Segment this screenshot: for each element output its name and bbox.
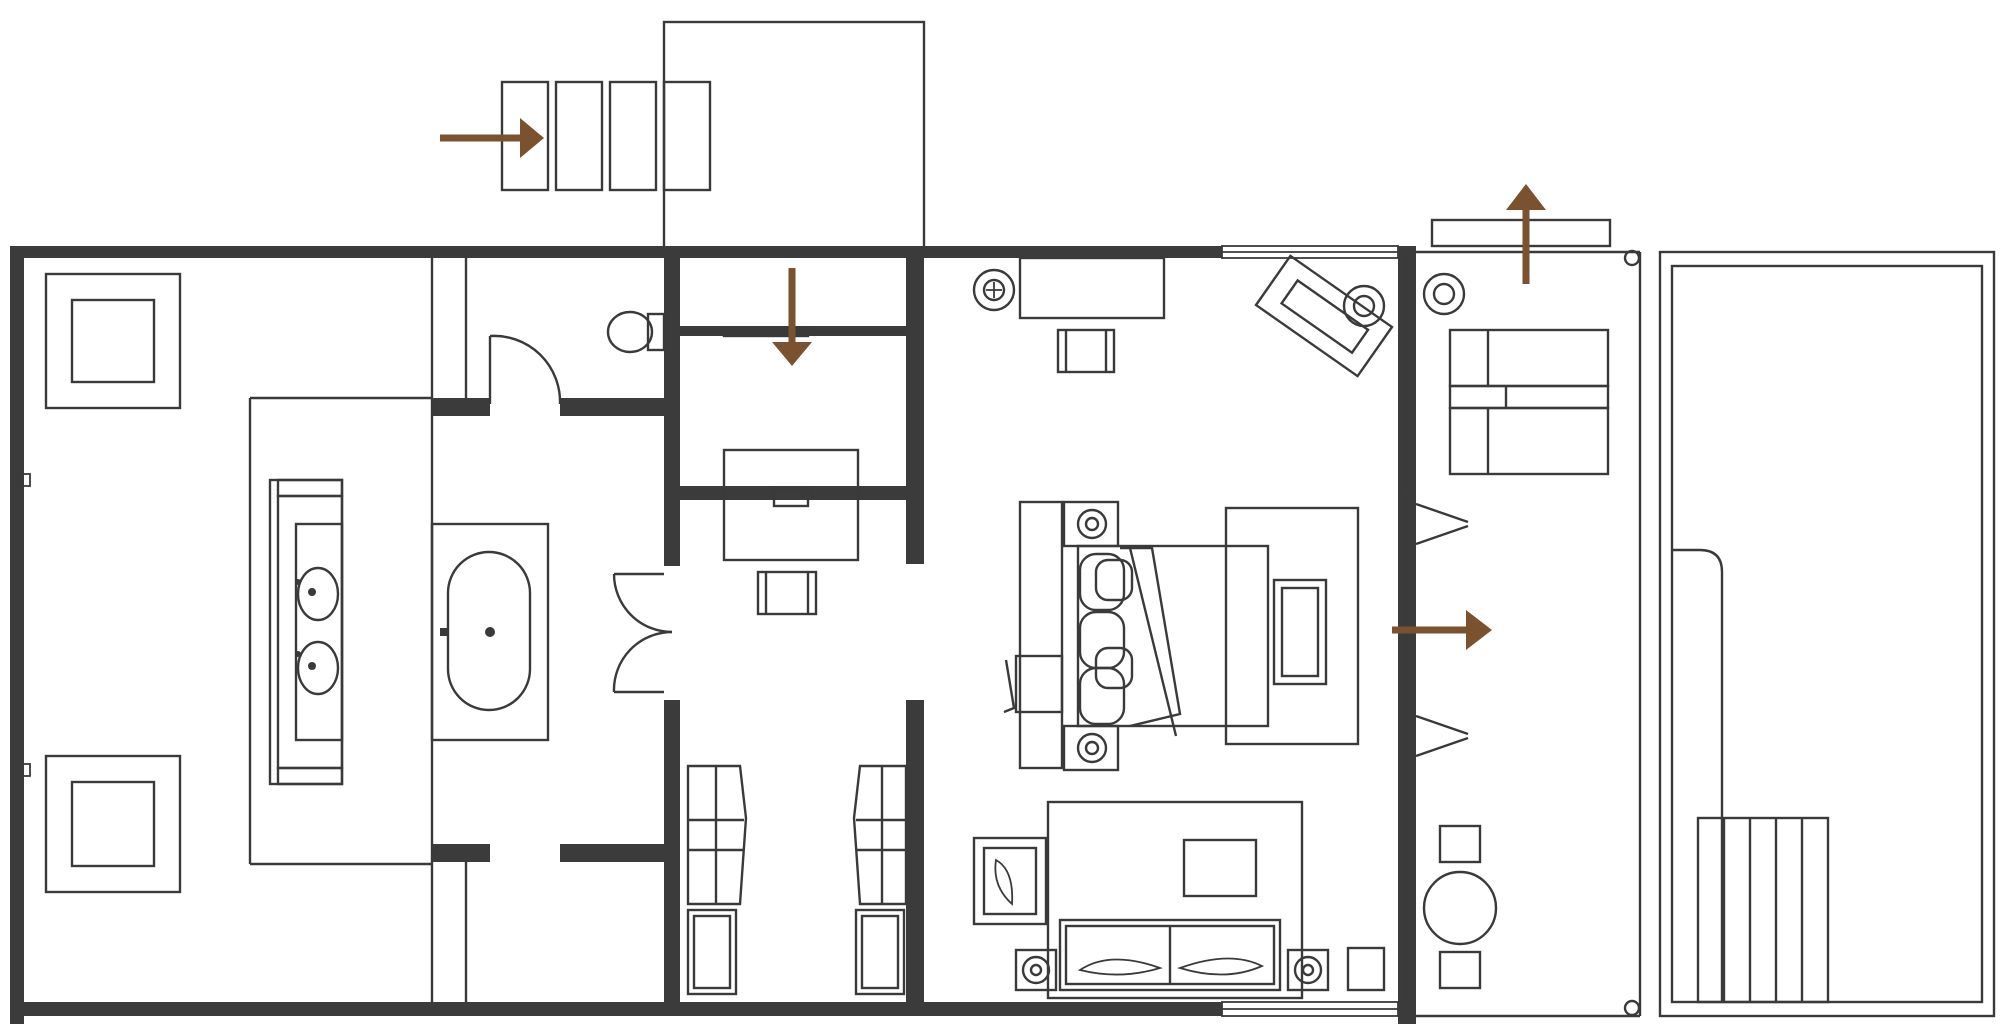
terrace-exit-arrow — [1506, 184, 1546, 284]
bedroom-windows — [1221, 245, 1399, 1017]
terrace-step — [1430, 218, 1612, 248]
coffee-table — [1182, 838, 1258, 898]
sofa-lamp-right — [1286, 948, 1330, 992]
terrace-lamp — [1422, 272, 1466, 316]
terrace-folding-doors — [1404, 258, 1469, 1002]
lamp-bedroom-top-right — [1342, 284, 1386, 328]
corridor-stool — [756, 570, 818, 616]
bathroom-outline — [248, 252, 908, 1002]
wall-post-lower — [17, 763, 31, 777]
corridor-desk — [722, 448, 860, 562]
nightstand-lamp-upper — [1076, 508, 1108, 540]
console-stool — [1056, 328, 1116, 374]
wardrobe-right — [852, 764, 908, 996]
toilet — [606, 310, 666, 354]
wc-door — [488, 334, 562, 405]
corridor-arrow — [772, 268, 812, 366]
entry-arrow — [440, 118, 544, 158]
bathtub — [430, 522, 550, 742]
lounge-rug — [1046, 800, 1304, 1000]
terrace-dining-set — [1422, 824, 1498, 990]
wardrobe-left — [686, 764, 748, 996]
lamp-bedroom-top-left — [972, 268, 1016, 312]
lounge-armchair — [972, 836, 1048, 926]
sofa-lamp-left — [1014, 948, 1058, 992]
daybed — [1254, 254, 1394, 378]
bedside-desk-chair — [1003, 654, 1064, 714]
pool — [1658, 250, 1996, 1018]
tv-console — [1018, 256, 1166, 320]
double-vanity — [268, 478, 344, 786]
side-table — [1346, 946, 1386, 992]
nightstand-lamp-lower — [1076, 732, 1108, 764]
entry-porch — [662, 20, 926, 254]
bed — [1018, 500, 1270, 772]
ottoman-bottom — [44, 754, 182, 894]
bath-double-door — [612, 572, 673, 694]
bedroom-rug — [1224, 506, 1360, 746]
bedroom-armchair — [1272, 578, 1328, 686]
bedroom-to-terrace-arrow — [1392, 610, 1492, 650]
sun-loungers — [1448, 328, 1610, 476]
sofa — [1058, 918, 1282, 992]
ottoman-top — [44, 272, 182, 410]
wall-post-upper — [17, 473, 31, 487]
exterior-walls — [10, 246, 1416, 1024]
